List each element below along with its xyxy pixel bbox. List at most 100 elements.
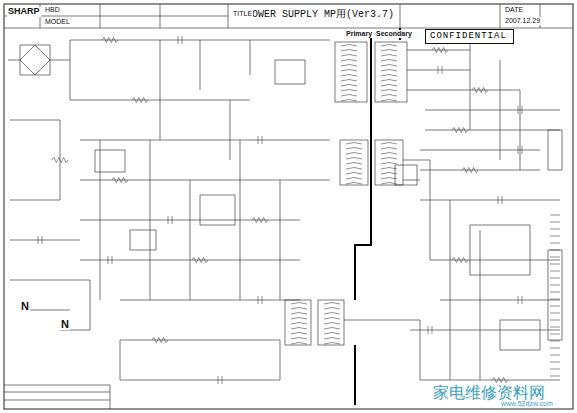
connector-pin — [550, 243, 560, 244]
label: HBD — [44, 6, 61, 14]
capacitor-symbol — [168, 216, 172, 224]
connector-pin — [550, 285, 560, 286]
stamp-box: CONFIDENTIAL — [425, 29, 514, 44]
coil-winding — [346, 178, 362, 180]
capacitor-symbol — [258, 136, 262, 144]
capacitor-symbol — [438, 66, 442, 74]
resistor-symbol — [462, 168, 478, 173]
coil-winding — [291, 308, 307, 310]
connector-pin — [550, 376, 560, 377]
watermark: 家电维修资料网 — [432, 384, 546, 402]
connector-pin — [550, 348, 560, 349]
capacitor-symbol — [428, 326, 432, 334]
coil-winding — [341, 85, 357, 87]
coil-winding — [324, 313, 340, 315]
coil-winding — [381, 80, 397, 82]
connector-pin — [550, 271, 560, 272]
resistor-symbol — [192, 258, 208, 263]
coil-winding — [381, 100, 397, 102]
coil-winding — [346, 153, 362, 155]
coil-winding — [381, 70, 397, 72]
connector-pin — [550, 299, 560, 300]
coil-winding — [341, 50, 357, 52]
coil-winding — [346, 168, 362, 170]
connector-pin — [550, 257, 560, 258]
label: SHARP — [7, 7, 41, 17]
coil-winding — [381, 60, 397, 62]
connector-pin — [550, 264, 560, 265]
resistor-symbol — [452, 128, 468, 133]
coil-winding — [346, 183, 362, 185]
capacitor-symbol — [518, 106, 522, 114]
label: 2007.12.29 — [504, 17, 541, 25]
coil-winding — [381, 153, 397, 155]
capacitor-symbol — [108, 256, 112, 264]
resistor-symbol — [452, 258, 468, 263]
coil-winding — [324, 343, 340, 345]
coil-winding — [381, 45, 397, 47]
capacitor-symbol — [498, 196, 502, 204]
coil-winding — [346, 158, 362, 160]
coil-winding — [346, 148, 362, 150]
connector-pin — [550, 306, 560, 307]
resistor-symbol — [52, 158, 68, 163]
label: MODEL — [44, 18, 71, 26]
coil-winding — [324, 338, 340, 340]
coil-winding — [381, 95, 397, 97]
resistor-symbol — [102, 38, 118, 43]
connector-pin — [550, 215, 560, 216]
label: DATE — [504, 6, 524, 14]
connector-pin — [550, 327, 560, 328]
coil-winding — [341, 80, 357, 82]
coil-winding — [341, 55, 357, 57]
connector-pin — [550, 313, 560, 314]
connector-pin — [550, 250, 560, 251]
stamp-text: CONFIDENTIAL — [426, 30, 513, 43]
capacitor-symbol — [178, 36, 182, 44]
watermark: www.52dzw.com — [500, 400, 554, 408]
label: N — [60, 318, 70, 330]
coil-winding — [381, 168, 397, 170]
coil-winding — [341, 90, 357, 92]
title: POWER SUPPLY MP用(Ver3.7) — [245, 9, 395, 20]
capacitor-symbol — [518, 296, 522, 304]
label: TITLE — [232, 10, 253, 18]
coil-winding — [381, 85, 397, 87]
connector-pin — [550, 355, 560, 356]
coil-winding — [381, 148, 397, 150]
capacitor-symbol — [258, 296, 262, 304]
coil-winding — [346, 143, 362, 145]
coil-winding — [324, 333, 340, 335]
label: Secondary — [375, 30, 413, 38]
coil-winding — [381, 50, 397, 52]
coil-winding — [346, 173, 362, 175]
coil-winding — [381, 65, 397, 67]
coil-winding — [381, 143, 397, 145]
coil-winding — [381, 183, 397, 185]
coil-winding — [341, 70, 357, 72]
capacitor-symbol — [38, 236, 42, 244]
connector-pin — [550, 278, 560, 279]
connector-pin — [550, 229, 560, 230]
connector-pin — [550, 292, 560, 293]
connector-pin — [550, 362, 560, 363]
coil-winding — [381, 178, 397, 180]
coil-winding — [291, 303, 307, 305]
resistor-symbol — [132, 98, 148, 103]
coil-winding — [381, 173, 397, 175]
coil-winding — [291, 318, 307, 320]
coil-winding — [341, 95, 357, 97]
coil-winding — [324, 308, 340, 310]
coil-winding — [324, 323, 340, 325]
coil-winding — [341, 60, 357, 62]
coil-winding — [381, 75, 397, 77]
capacitor-symbol — [218, 376, 222, 384]
coil-winding — [341, 75, 357, 77]
connector-pin — [550, 222, 560, 223]
coil-winding — [341, 100, 357, 102]
coil-winding — [346, 163, 362, 165]
coil-winding — [381, 163, 397, 165]
resistor-symbol — [432, 48, 448, 53]
coil-winding — [291, 313, 307, 315]
